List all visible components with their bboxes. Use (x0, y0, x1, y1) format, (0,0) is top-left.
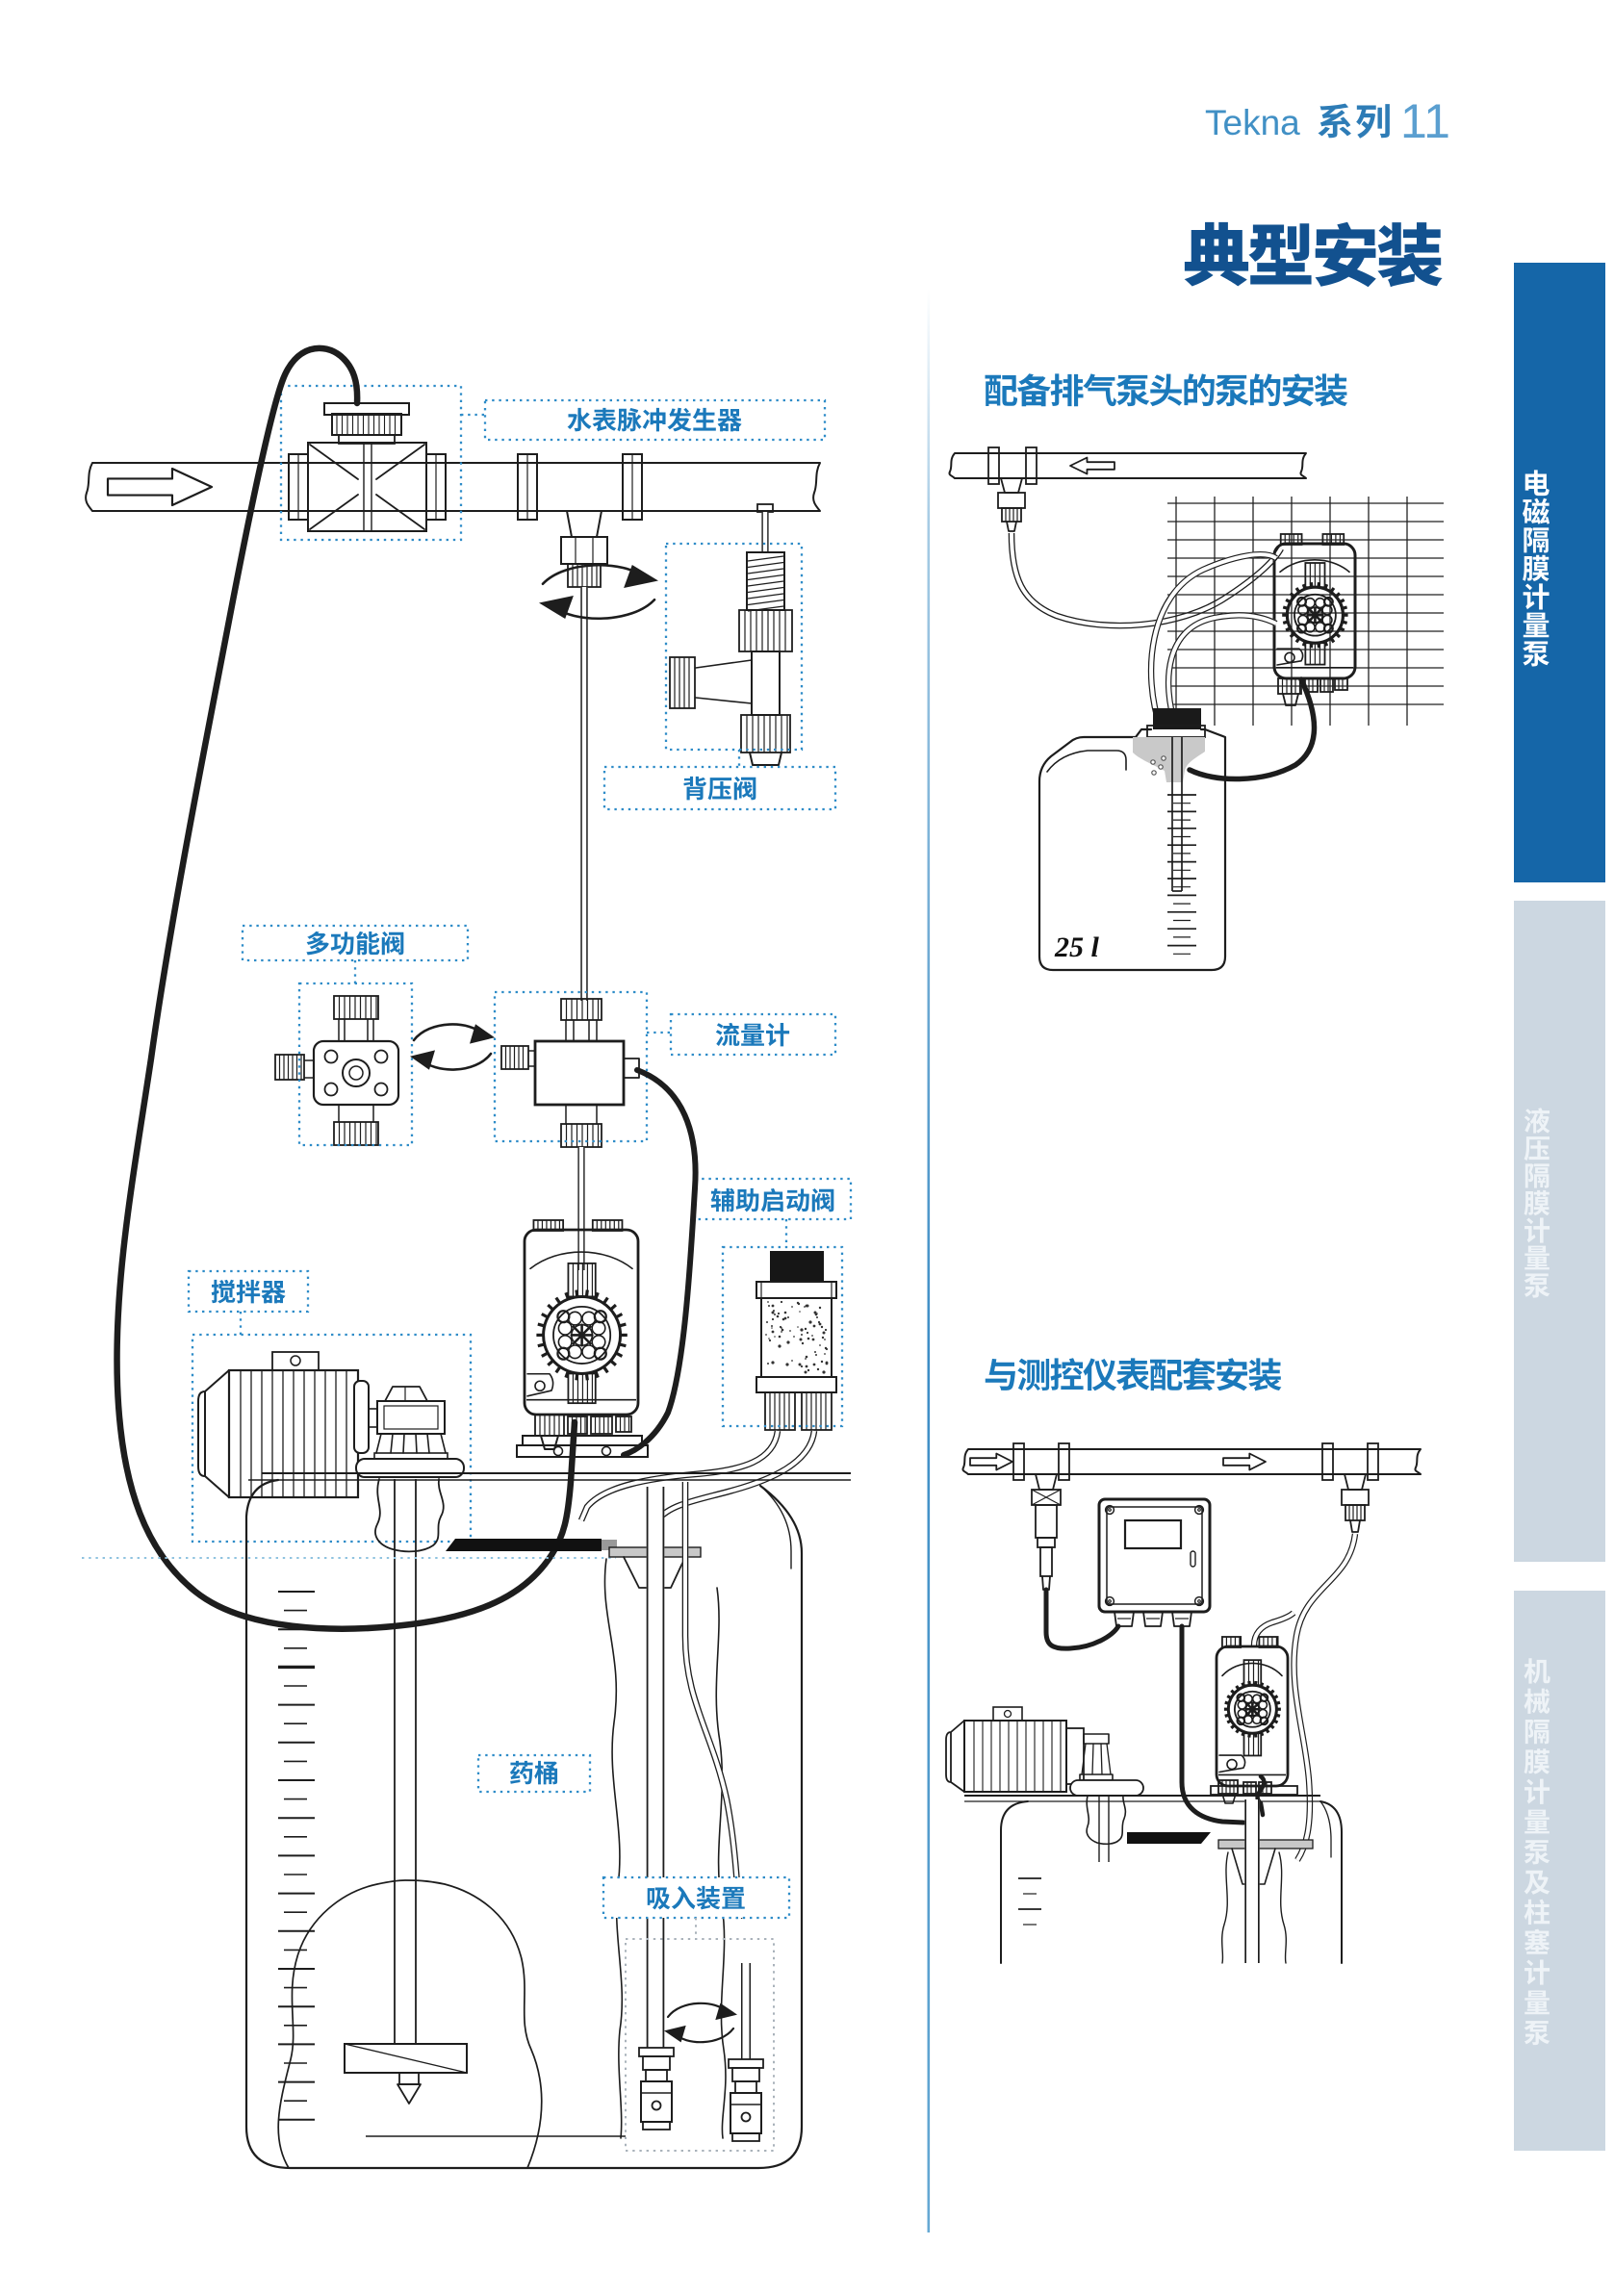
svg-text:11: 11 (1400, 94, 1450, 148)
svg-text:25 l: 25 l (1054, 931, 1100, 963)
svg-text:Tekna: Tekna (1205, 103, 1300, 142)
